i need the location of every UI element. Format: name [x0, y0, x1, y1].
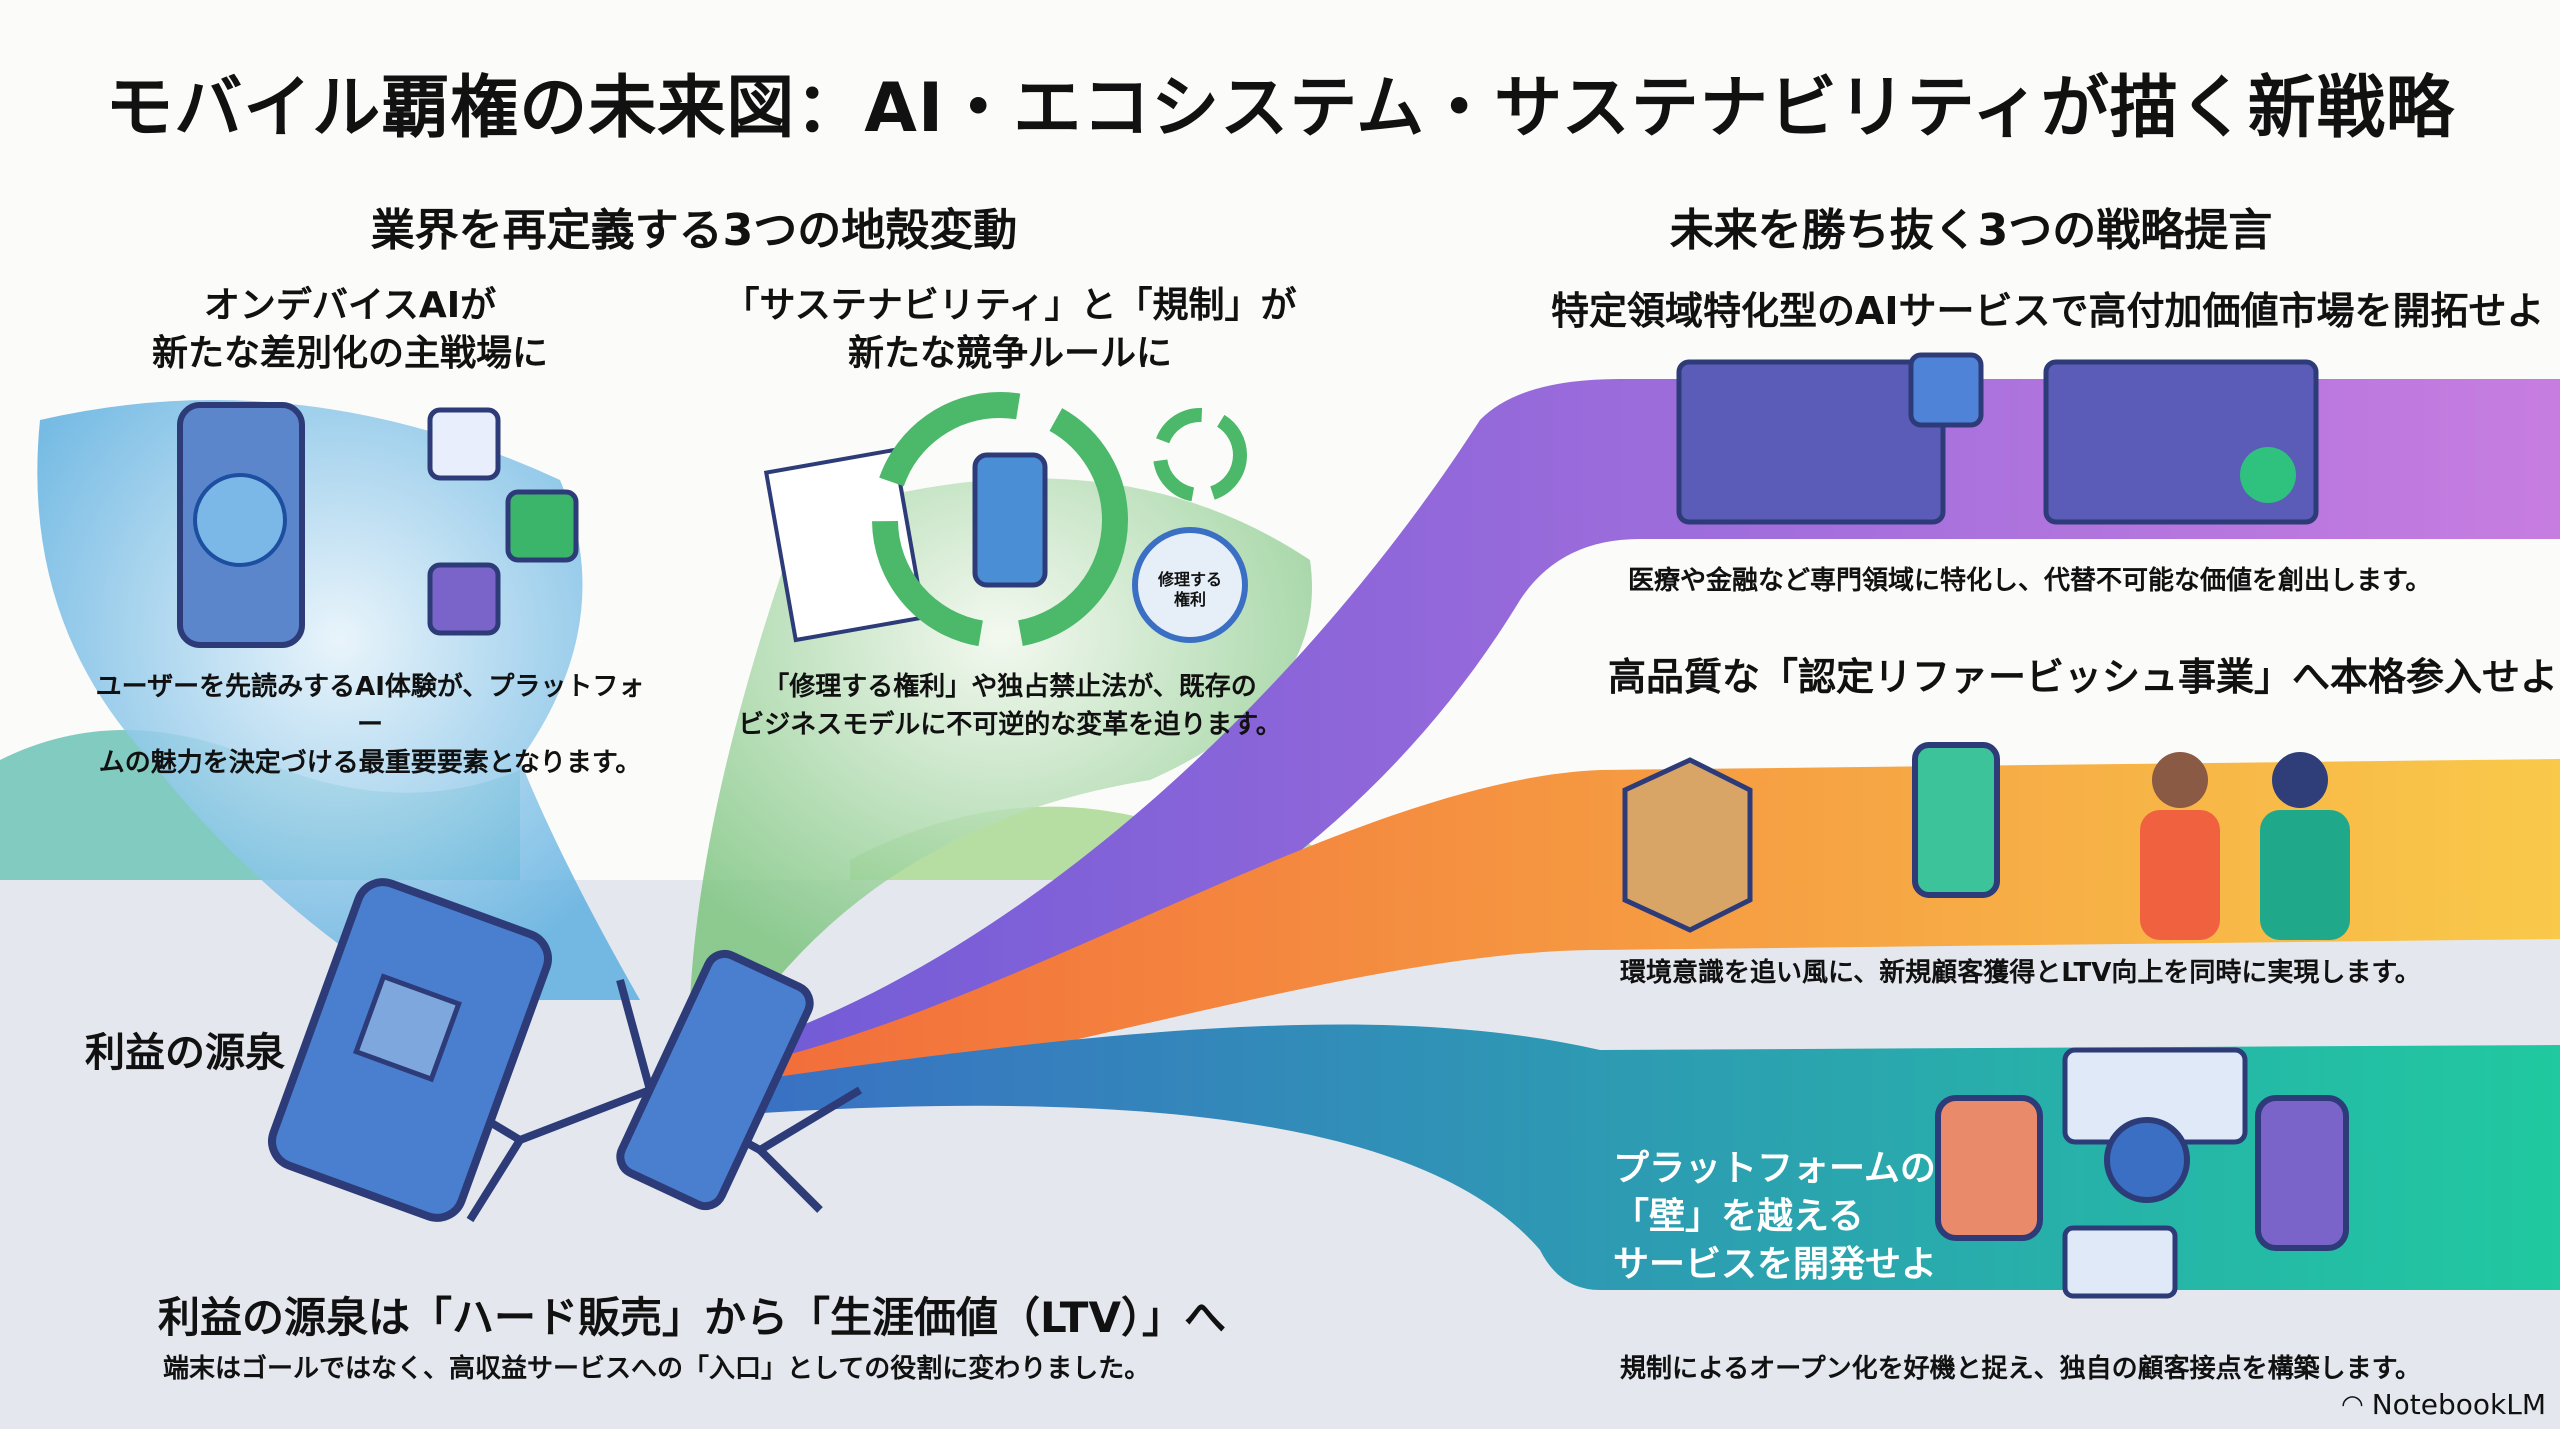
- left-section-heading: 業界を再定義する3つの地殻変動: [370, 205, 1018, 256]
- brand-name: NotebookLM: [2371, 1388, 2546, 1421]
- strategy-platform-title: プラットフォームの 「壁」を越える サービスを開発せよ: [1613, 1145, 1937, 1289]
- profit-shift-desc: 端末はゴールではなく、高収益サービスへの「入口」としての役割に変わりました。: [163, 1354, 1151, 1384]
- orange-ribbon: [720, 759, 2560, 1100]
- shift-title-line1: 「サステナビリティ」と「規制」が: [723, 285, 1297, 326]
- profit-source-label: 利益の源泉: [85, 1030, 285, 1076]
- shift-title-line1: オンデバイスAIが: [203, 285, 497, 326]
- shift-sustainability-desc: 「修理する権利」や独占禁止法が、既存の ビジネスモデルに不可逆的な変革を迫ります…: [720, 668, 1300, 744]
- cross-platform-illustration: [1935, 1047, 2349, 1299]
- ai-dashboards: [1676, 352, 2319, 525]
- desc-line2: ビジネスモデルに不可逆的な変革を迫ります。: [738, 710, 1282, 740]
- right-section-heading: 未来を勝ち抜く3つの戦略提言: [1669, 205, 2273, 256]
- notebooklm-logo-icon: ◠: [2341, 1389, 2364, 1420]
- repair-cycle-illustration: [763, 392, 1248, 648]
- shift-title-line2: 新たな差別化の主戦場に: [151, 333, 548, 374]
- on-device-ai-illustration: [177, 402, 579, 648]
- shift-ondevice-ai: オンデバイスAIが 新たな差別化の主戦場に: [100, 282, 600, 378]
- desc-line1: ユーザーを先読みするAI体験が、プラットフォー: [95, 672, 645, 740]
- strategy-refurbish-desc: 環境意識を追い風に、新規顧客獲得とLTV向上を同時に実現します。: [1620, 958, 2421, 988]
- broken-phone-left: [268, 878, 552, 1222]
- repair-right-badge: 修理する権利: [1158, 570, 1223, 609]
- shift-title-line2: 新たな競争ルールに: [847, 333, 1172, 374]
- profit-shift-title: 利益の源泉は「ハード販売」から「生涯価値（LTV）」へ: [158, 1293, 1226, 1342]
- strategy-platform-desc: 規制によるオープン化を好機と捉え、独自の顧客接点を構築します。: [1620, 1354, 2422, 1384]
- brand-watermark: ◠ NotebookLM: [2341, 1388, 2546, 1421]
- strategy-ai-desc: 医療や金融など専門領域に特化し、代替不可能な価値を創出します。: [1628, 566, 2432, 596]
- shift-sustainability: 「サステナビリティ」と「規制」が 新たな競争ルールに: [710, 282, 1310, 378]
- desc-line2: ムの魅力を決定づける最重要要素となります。: [98, 748, 642, 778]
- broken-phone-right: [616, 949, 814, 1211]
- strategy-refurbish-title: 高品質な「認定リファービッシュ事業」へ本格参入せよ: [1608, 655, 2559, 699]
- desc-line1: 「修理する権利」や独占禁止法が、既存の: [763, 672, 1257, 702]
- title-line3: サービスを開発せよ: [1613, 1244, 1938, 1285]
- refurbish-illustration: [1622, 742, 2350, 940]
- page-title: モバイル覇権の未来図：AI・エコシステム・サステナビリティが描く新戦略: [105, 69, 2455, 148]
- shift-ondevice-ai-desc: ユーザーを先読みするAI体験が、プラットフォー ムの魅力を決定づける最重要要素と…: [90, 668, 650, 782]
- title-line2: 「壁」を越える: [1613, 1196, 1864, 1237]
- title-line1: プラットフォームの: [1613, 1148, 1936, 1189]
- strategy-ai-title: 特定領域特化型のAIサービスで高付加価値市場を開拓せよ: [1551, 289, 2545, 333]
